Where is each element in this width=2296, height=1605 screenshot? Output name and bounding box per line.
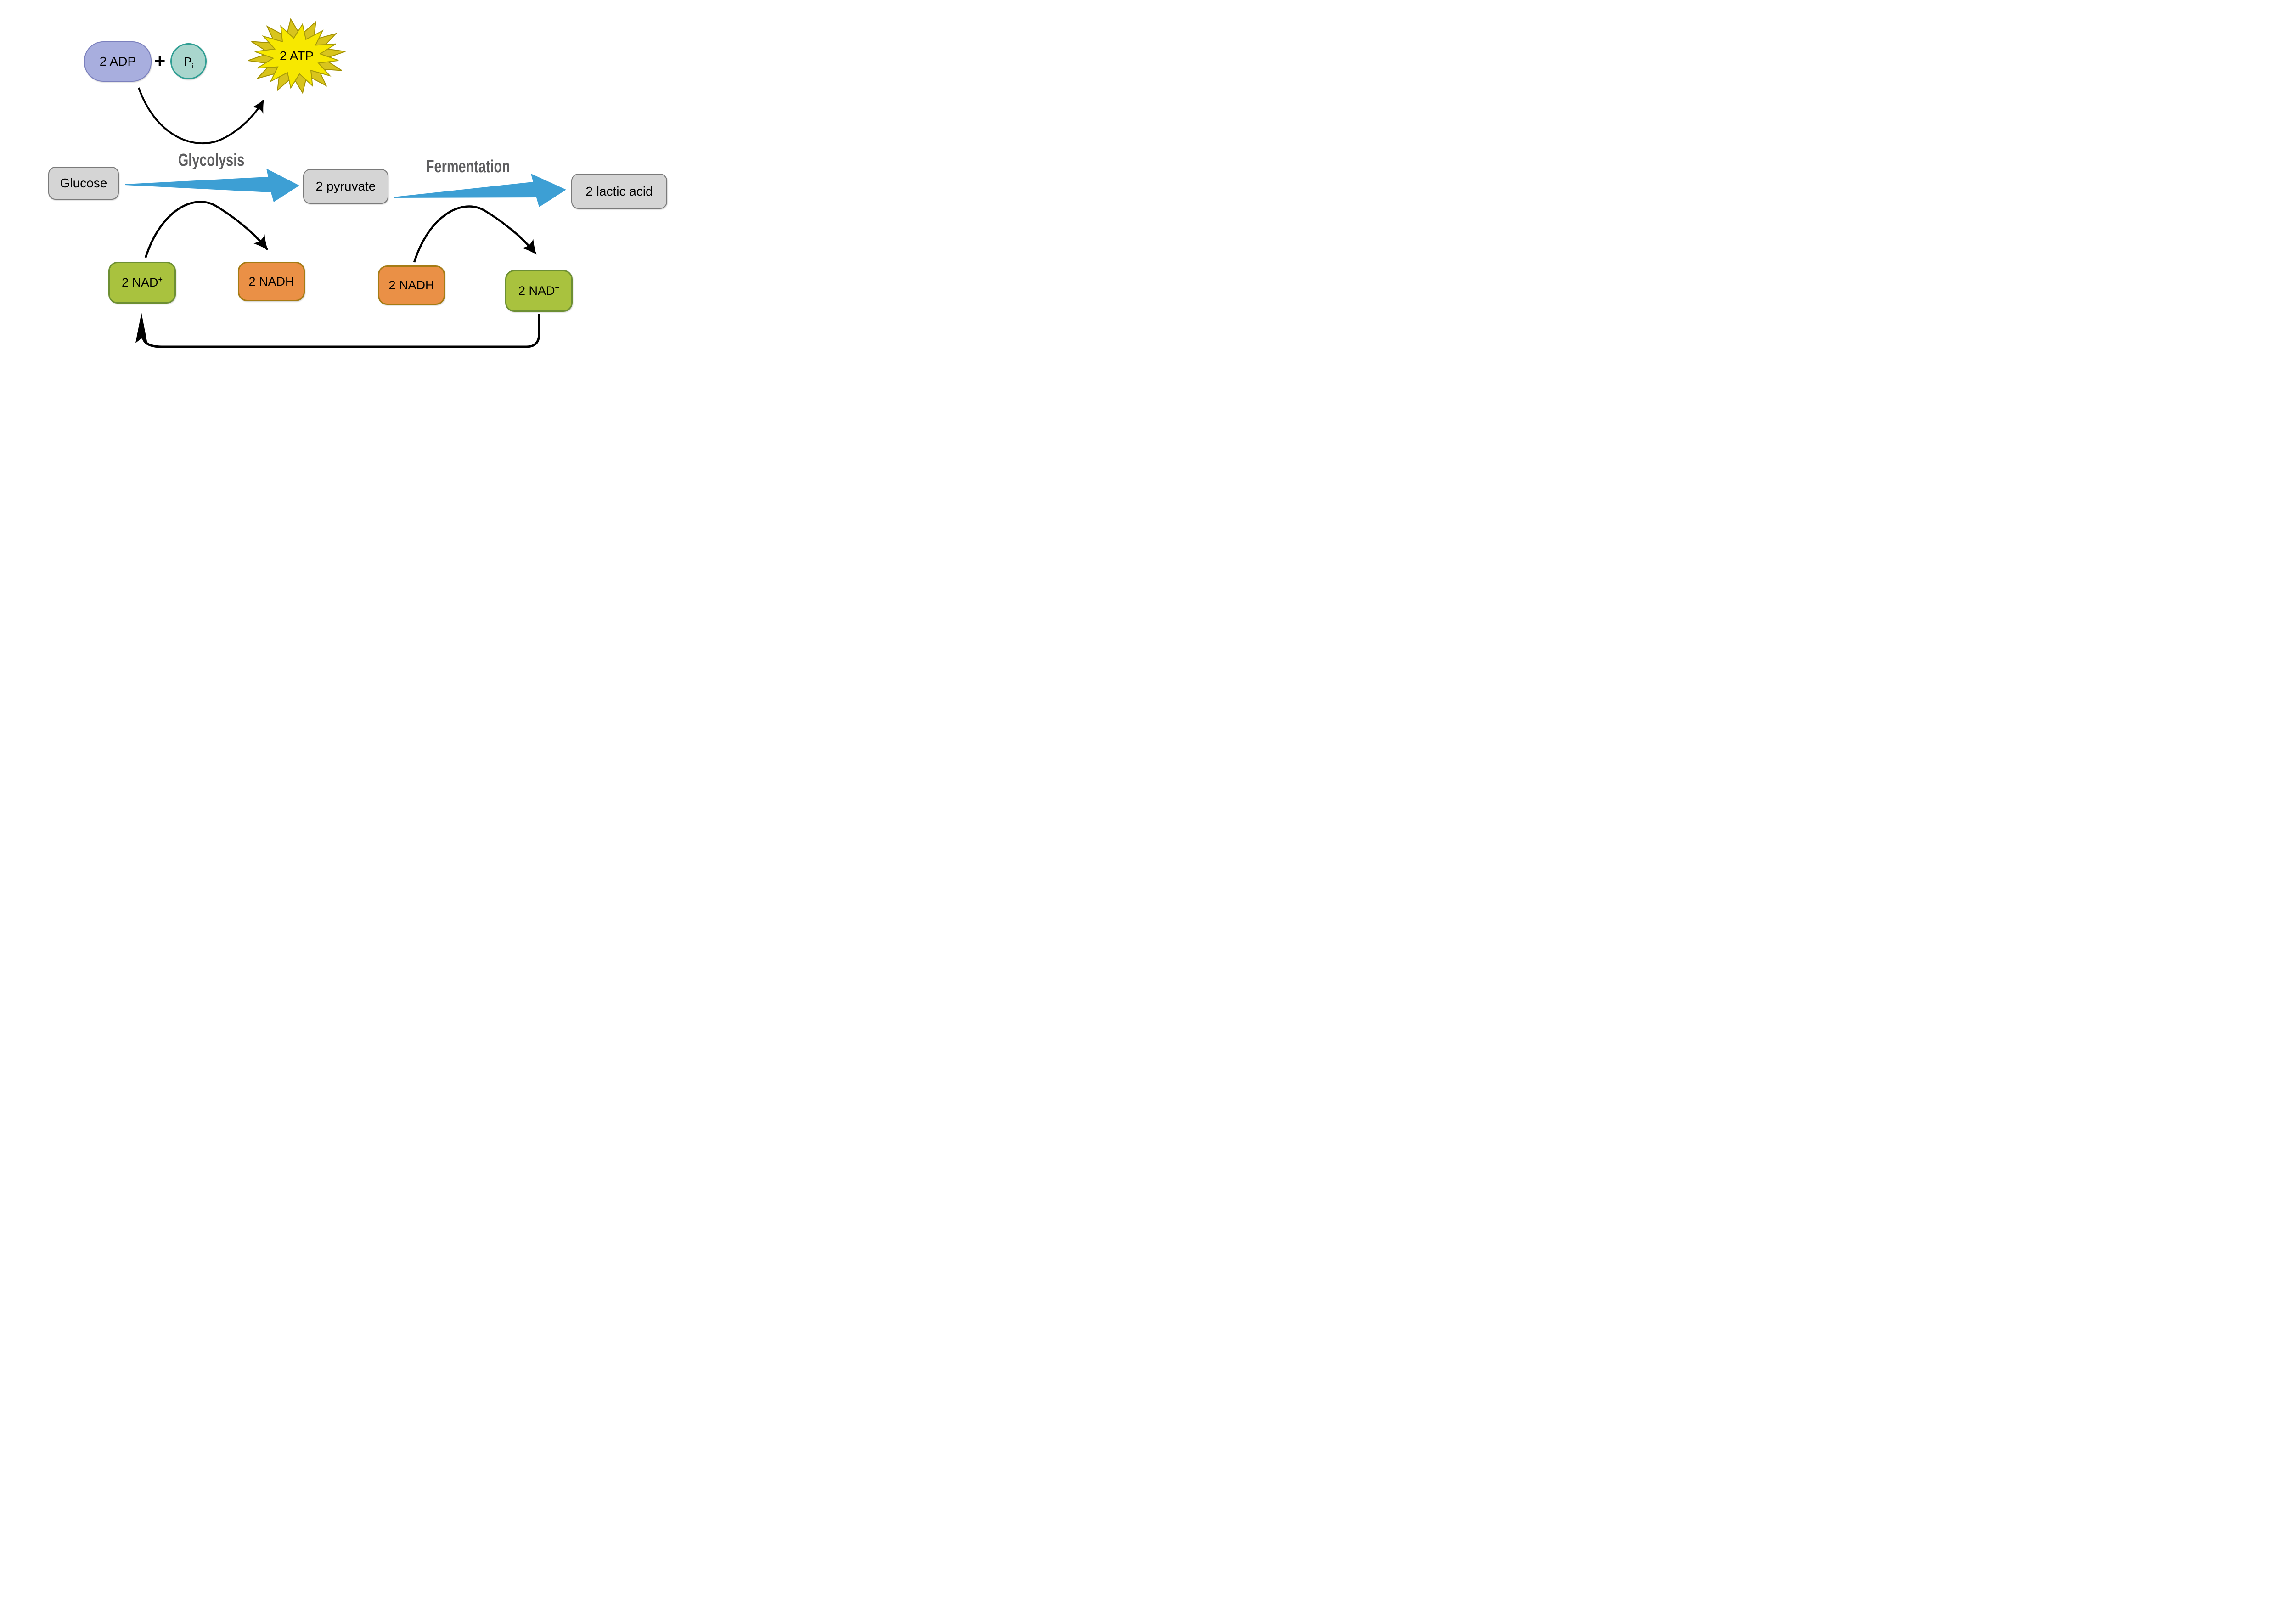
nad-recycle-return-arrow [135,313,540,348]
nad-plus-label-left: 2 NAD+ [122,276,163,289]
glycolysis-arrow [125,169,299,202]
adp-to-atp-curved-arrow [138,87,264,145]
nadh-box-left: 2 NADH [238,262,305,301]
pyruvate-box: 2 pyruvate [303,169,388,204]
pyruvate-label: 2 pyruvate [315,179,376,193]
pi-label: Pi [184,54,193,70]
glycolysis-fermentation-diagram: 2 ADP + Pi 2 ATP Glycolysis Glucose 2 py… [0,0,715,401]
atp-starburst-inner-icon [254,23,339,89]
nadh-label-right: 2 NADH [388,278,434,292]
lactic-acid-box: 2 lactic acid [571,174,667,209]
pi-node: Pi [170,43,207,79]
pi-subscript: i [191,62,193,70]
nad-to-nadh-curved-arrow-left [144,201,268,258]
fermentation-stage-label: Fermentation [426,157,510,176]
lactic-acid-label: 2 lactic acid [585,184,653,198]
fermentation-arrow [394,174,566,207]
atp-starburst-icon [248,18,346,94]
adp-node: 2 ADP [84,41,152,82]
glucose-label: Glucose [60,176,107,190]
nad-plus-box-right: 2 NAD+ [505,270,573,312]
plus-sign: + [154,50,166,72]
glycolysis-stage-label: Glycolysis [178,151,245,170]
nadh-to-nad-curved-arrow-right [413,205,537,263]
nadh-label-left: 2 NADH [248,274,294,288]
nad-plus-box-left: 2 NAD+ [108,262,176,304]
diagram-arrows-layer [125,18,566,348]
nad-plus-label-right: 2 NAD+ [518,284,559,298]
glucose-box: Glucose [48,167,119,200]
return-arrowhead-icon [135,313,147,344]
adp-label: 2 ADP [99,54,136,68]
nadh-box-right: 2 NADH [378,265,445,305]
atp-label: 2 ATP [279,49,314,63]
